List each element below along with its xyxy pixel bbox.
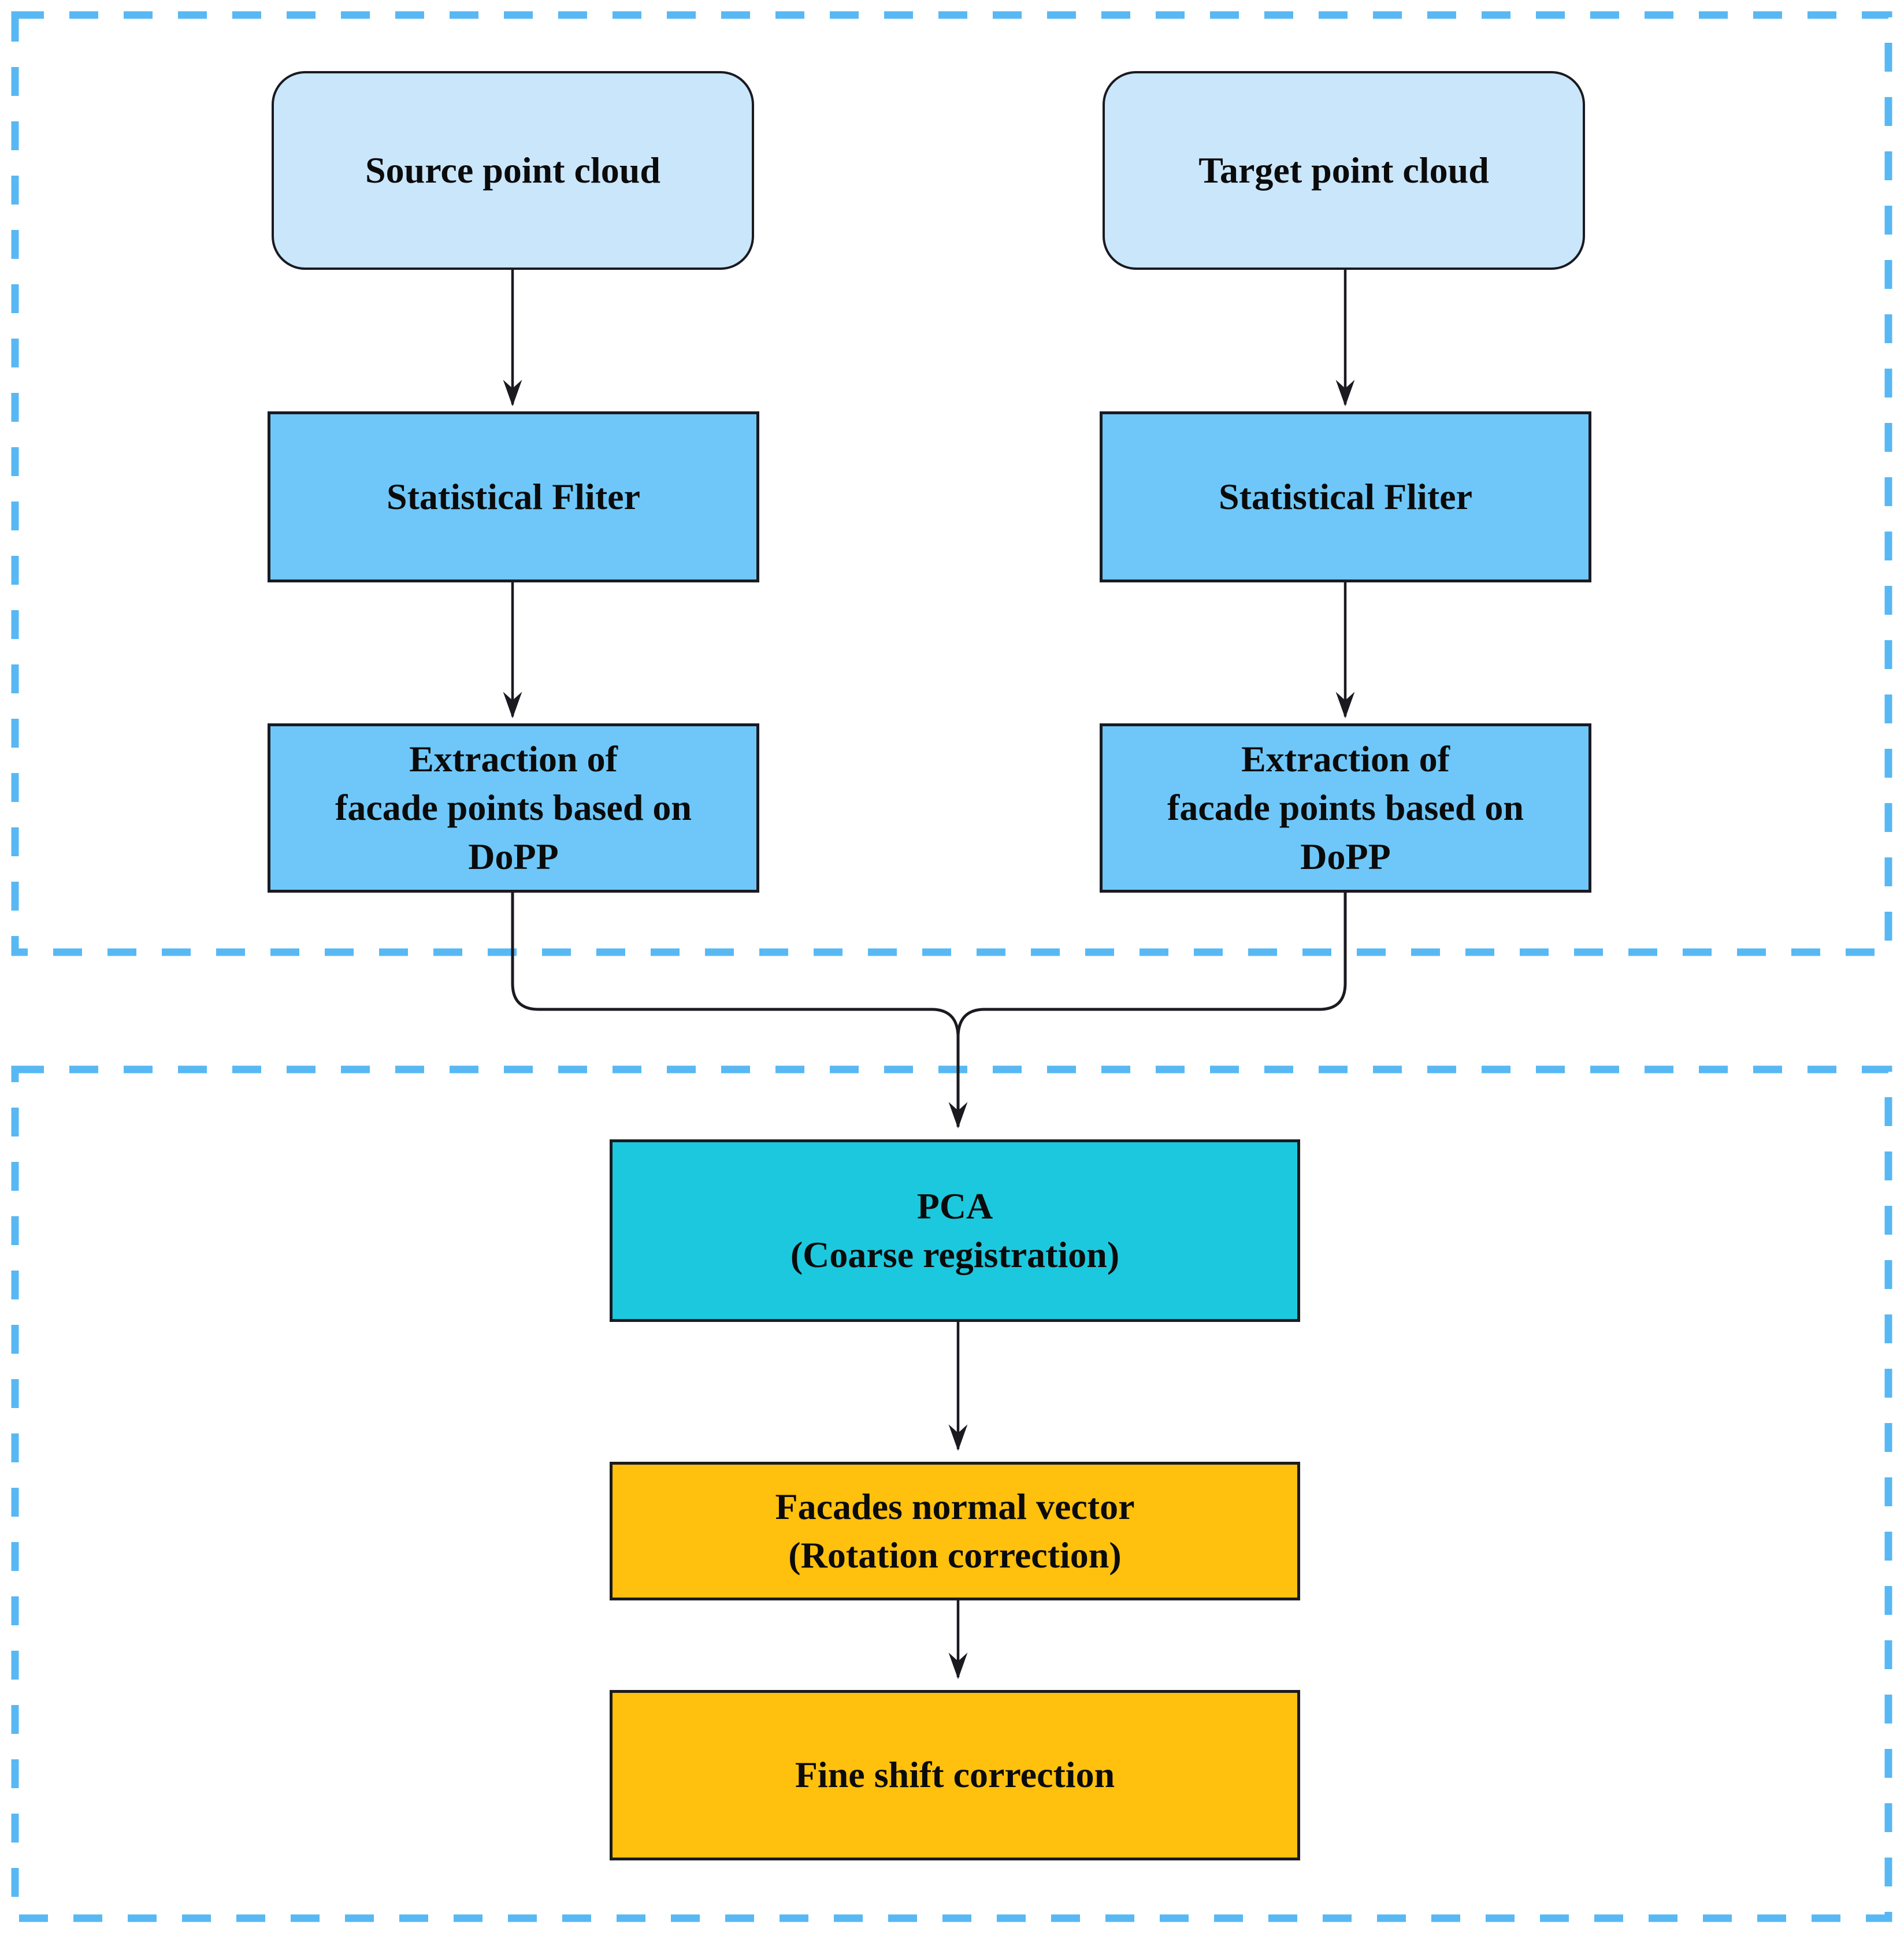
facades-label-line-2: (Rotation correction) — [788, 1535, 1122, 1576]
pca-coarse-registration-node: PCA (Coarse registration) — [610, 1139, 1300, 1322]
extraction-source-line-3: DoPP — [468, 835, 559, 877]
target-point-cloud-label: Target point cloud — [1198, 149, 1489, 191]
facades-normal-vector-node: Facades normal vector (Rotation correcti… — [610, 1462, 1300, 1600]
preprocessing-stage-container — [11, 11, 1892, 956]
statistical-filter-target-node: Statistical Fliter — [1100, 411, 1591, 582]
merge-connector-left-and-stem — [511, 893, 968, 1129]
statistical-filter-source-label: Statistical Fliter — [387, 476, 640, 517]
pca-label-line-1: PCA — [916, 1185, 993, 1227]
fine-shift-correction-label: Fine shift correction — [795, 1754, 1115, 1796]
extraction-dopp-target-node: Extraction of facade points based on DoP… — [1100, 723, 1591, 893]
statistical-filter-target-label: Statistical Fliter — [1219, 476, 1472, 517]
extraction-source-line-2: facade points based on — [335, 787, 692, 829]
pca-label-line-2: (Coarse registration) — [790, 1234, 1120, 1275]
facades-label-line-1: Facades normal vector — [775, 1485, 1135, 1527]
registration-stage-container — [11, 1065, 1892, 1922]
extraction-dopp-source-node: Extraction of facade points based on DoP… — [268, 723, 759, 893]
source-point-cloud-label: Source point cloud — [365, 149, 660, 191]
fine-shift-correction-node: Fine shift correction — [610, 1690, 1300, 1860]
source-point-cloud-node: Source point cloud — [272, 71, 754, 270]
merge-connector-right — [956, 893, 1347, 1036]
extraction-target-line-3: DoPP — [1300, 835, 1391, 877]
extraction-target-line-1: Extraction of — [1241, 738, 1450, 779]
statistical-filter-source-node: Statistical Fliter — [268, 411, 759, 582]
extraction-target-line-2: facade points based on — [1167, 787, 1524, 829]
extraction-source-line-1: Extraction of — [409, 738, 618, 779]
target-point-cloud-node: Target point cloud — [1103, 71, 1585, 270]
